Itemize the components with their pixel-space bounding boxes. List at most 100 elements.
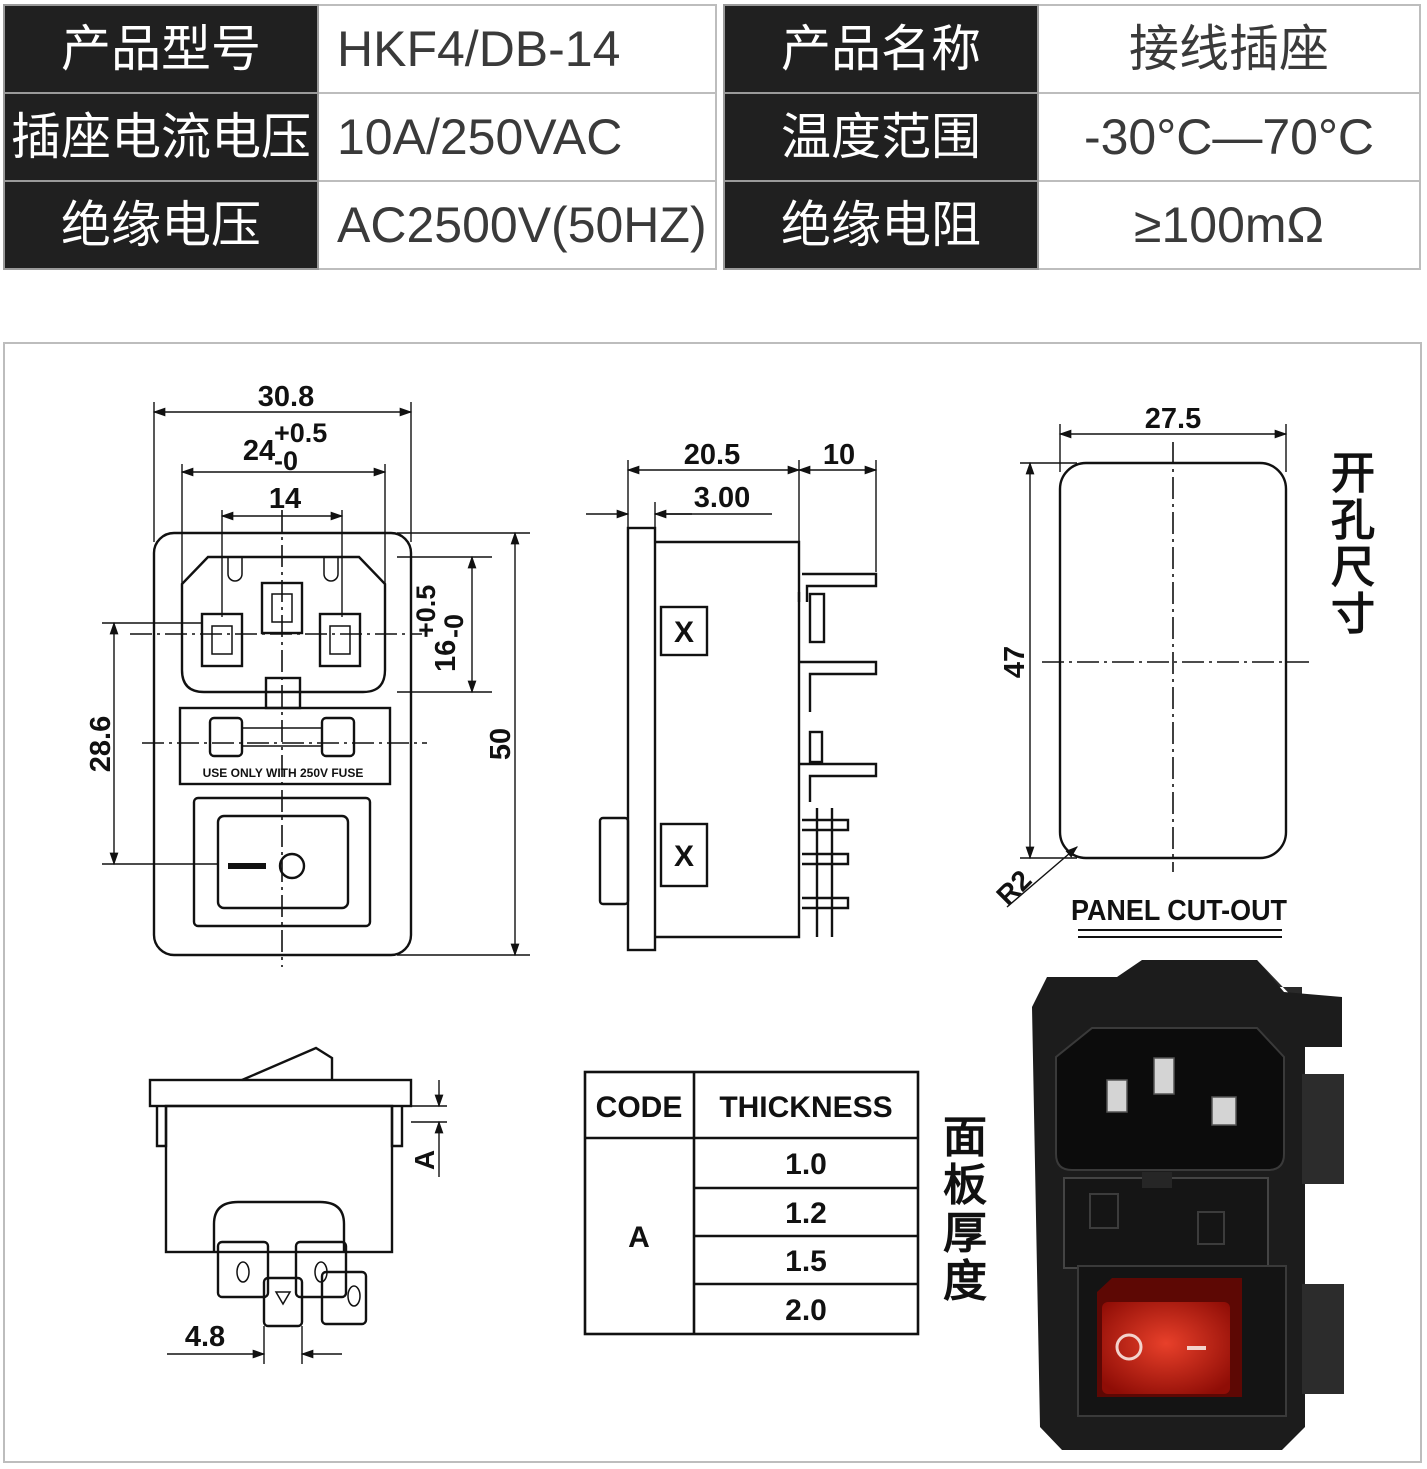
table-header-thickness: THICKNESS [719, 1091, 892, 1124]
product-fuse-latch [1142, 1172, 1172, 1188]
side-clip [155, 1106, 168, 1148]
product-pin [1106, 1079, 1128, 1113]
dim-47: 47 [999, 646, 1031, 678]
product-fuse-drawer [1063, 1177, 1269, 1269]
table-frame [583, 1070, 920, 1336]
spec-value: -30°C—70°C [1037, 92, 1421, 182]
spec-label: 温度范围 [723, 92, 1039, 182]
spec-row: 插座电流电压 10A/250VAC [3, 92, 717, 182]
bottom-view: A 4.8 [148, 1046, 447, 1364]
dim-27-5: 27.5 [1145, 403, 1201, 435]
dim-16-base: 16 [430, 640, 462, 672]
terminal-clip [808, 730, 824, 764]
product-pin [1153, 1057, 1175, 1095]
dim-r2: R2 [990, 864, 1037, 911]
terminal-hole [236, 1261, 250, 1283]
spec-value: 10A/250VAC [317, 92, 717, 182]
inlet-outline [180, 555, 387, 694]
side-flange [626, 526, 657, 952]
terminal-tab [802, 572, 878, 602]
product-photo [1032, 960, 1344, 1450]
panel-cutout-view: 27.5 47 R2 PANEL CUT-OUT 开 孔 尺 寸 [990, 403, 1375, 938]
switch-terminal [802, 818, 850, 832]
spec-row: 绝缘电阻 ≥100mΩ [723, 180, 1421, 270]
pin-right [329, 625, 351, 655]
thickness-label-char: 厚 [943, 1209, 987, 1258]
spec-row: 产品型号 HKF4/DB-14 [3, 4, 717, 94]
technical-drawing-panel: USE ONLY WITH 250V FUSE 30.8 24 +0.5 -0 [3, 342, 1422, 1463]
table-thickness-cell: 1.5 [785, 1245, 827, 1278]
table-thickness-cell: 1.0 [785, 1148, 827, 1181]
terminal-block [212, 1200, 346, 1252]
terminal [216, 1240, 270, 1299]
spec-row: 温度范围 -30°C—70°C [723, 92, 1421, 182]
dim-50: 50 [485, 728, 517, 760]
terminal-hole [274, 1291, 292, 1306]
inlet-notch [227, 558, 243, 582]
product-side-clip [1302, 1284, 1344, 1394]
spec-table-left: 产品型号 HKF4/DB-14 插座电流电压 10A/250VAC 绝缘电压 A… [3, 4, 717, 270]
cutout-title: PANEL CUT-OUT [1071, 895, 1287, 927]
side-mark-x: X [674, 840, 694, 873]
terminal-clip [808, 592, 826, 644]
thickness-table: CODE THICKNESS A 1.0 1.2 1.5 2.0 面 板 厚 度 [583, 1070, 987, 1336]
dim-16: 16 +0.5 -0 [411, 585, 469, 672]
dim-4-8: 4.8 [185, 1321, 225, 1353]
spec-label: 产品型号 [3, 4, 319, 94]
spec-label: 绝缘电压 [3, 180, 319, 270]
product-switch-off-mark [1115, 1333, 1143, 1361]
front-view: USE ONLY WITH 250V FUSE 30.8 24 +0.5 -0 [85, 381, 530, 967]
dim-14: 14 [269, 483, 301, 515]
rocker-profile [241, 1046, 334, 1082]
table-thickness-cell: 2.0 [785, 1294, 827, 1327]
terminal-tab [799, 762, 878, 802]
rocker-switch [216, 814, 350, 910]
side-view: X X 20.5 10 3.00 [586, 439, 878, 952]
switch-terminal [802, 852, 850, 866]
terminal [262, 1276, 304, 1328]
terminal-tab [799, 660, 878, 712]
pin-slot-left [200, 612, 244, 668]
product-fuse-cap [1197, 1211, 1225, 1245]
spec-label: 插座电流电压 [3, 92, 319, 182]
technical-drawing: USE ONLY WITH 250V FUSE 30.8 24 +0.5 -0 [85, 381, 1375, 1450]
switch-terminal [802, 896, 850, 910]
product-pin [1211, 1096, 1237, 1126]
dim-24-tol-plus: +0.5 [274, 418, 327, 448]
cutout-label-char: 开 [1331, 449, 1375, 498]
thickness-label-char: 面 [943, 1113, 987, 1162]
dim-a: A [409, 1150, 440, 1170]
bottom-body [164, 1104, 394, 1254]
cutout-label-char: 寸 [1331, 590, 1375, 639]
thickness-side-label: 面 板 厚 度 [943, 1113, 987, 1306]
side-body [655, 540, 801, 939]
dim-24: 24 [243, 435, 275, 467]
inlet-notch [323, 558, 339, 582]
spec-value: AC2500V(50HZ) [317, 180, 717, 270]
product-fuse-cap [1089, 1193, 1119, 1229]
thickness-label-char: 度 [943, 1257, 987, 1306]
cutout-label-char: 孔 [1331, 496, 1375, 545]
dim-10: 10 [823, 439, 855, 471]
pin-left [211, 625, 233, 655]
side-mark-x: X [674, 616, 694, 649]
side-clip [390, 1106, 404, 1148]
fuse-drawer [178, 706, 392, 786]
side-mark-box [659, 822, 709, 888]
dim-3: 3.00 [694, 482, 750, 514]
product-side-clip [1302, 1074, 1344, 1184]
dim-16-tol-plus: +0.5 [411, 585, 441, 638]
side-mark-box [659, 605, 709, 657]
fuse-cap-left [208, 716, 244, 758]
dim-30-8: 30.8 [258, 381, 314, 413]
spec-table-right: 产品名称 接线插座 温度范围 -30°C—70°C 绝缘电阻 ≥100mΩ [723, 4, 1421, 270]
pin-slot-right [318, 612, 362, 668]
dim-24-tol-minus: -0 [274, 446, 298, 476]
spec-label: 绝缘电阻 [723, 180, 1039, 270]
spec-row: 产品名称 接线插座 [723, 4, 1421, 94]
product-inlet [1055, 1027, 1285, 1171]
side-switch-profile [598, 816, 630, 906]
table-code-cell: A [628, 1221, 650, 1254]
table-header-code: CODE [596, 1091, 683, 1124]
dim-line-r2 [1006, 846, 1078, 908]
